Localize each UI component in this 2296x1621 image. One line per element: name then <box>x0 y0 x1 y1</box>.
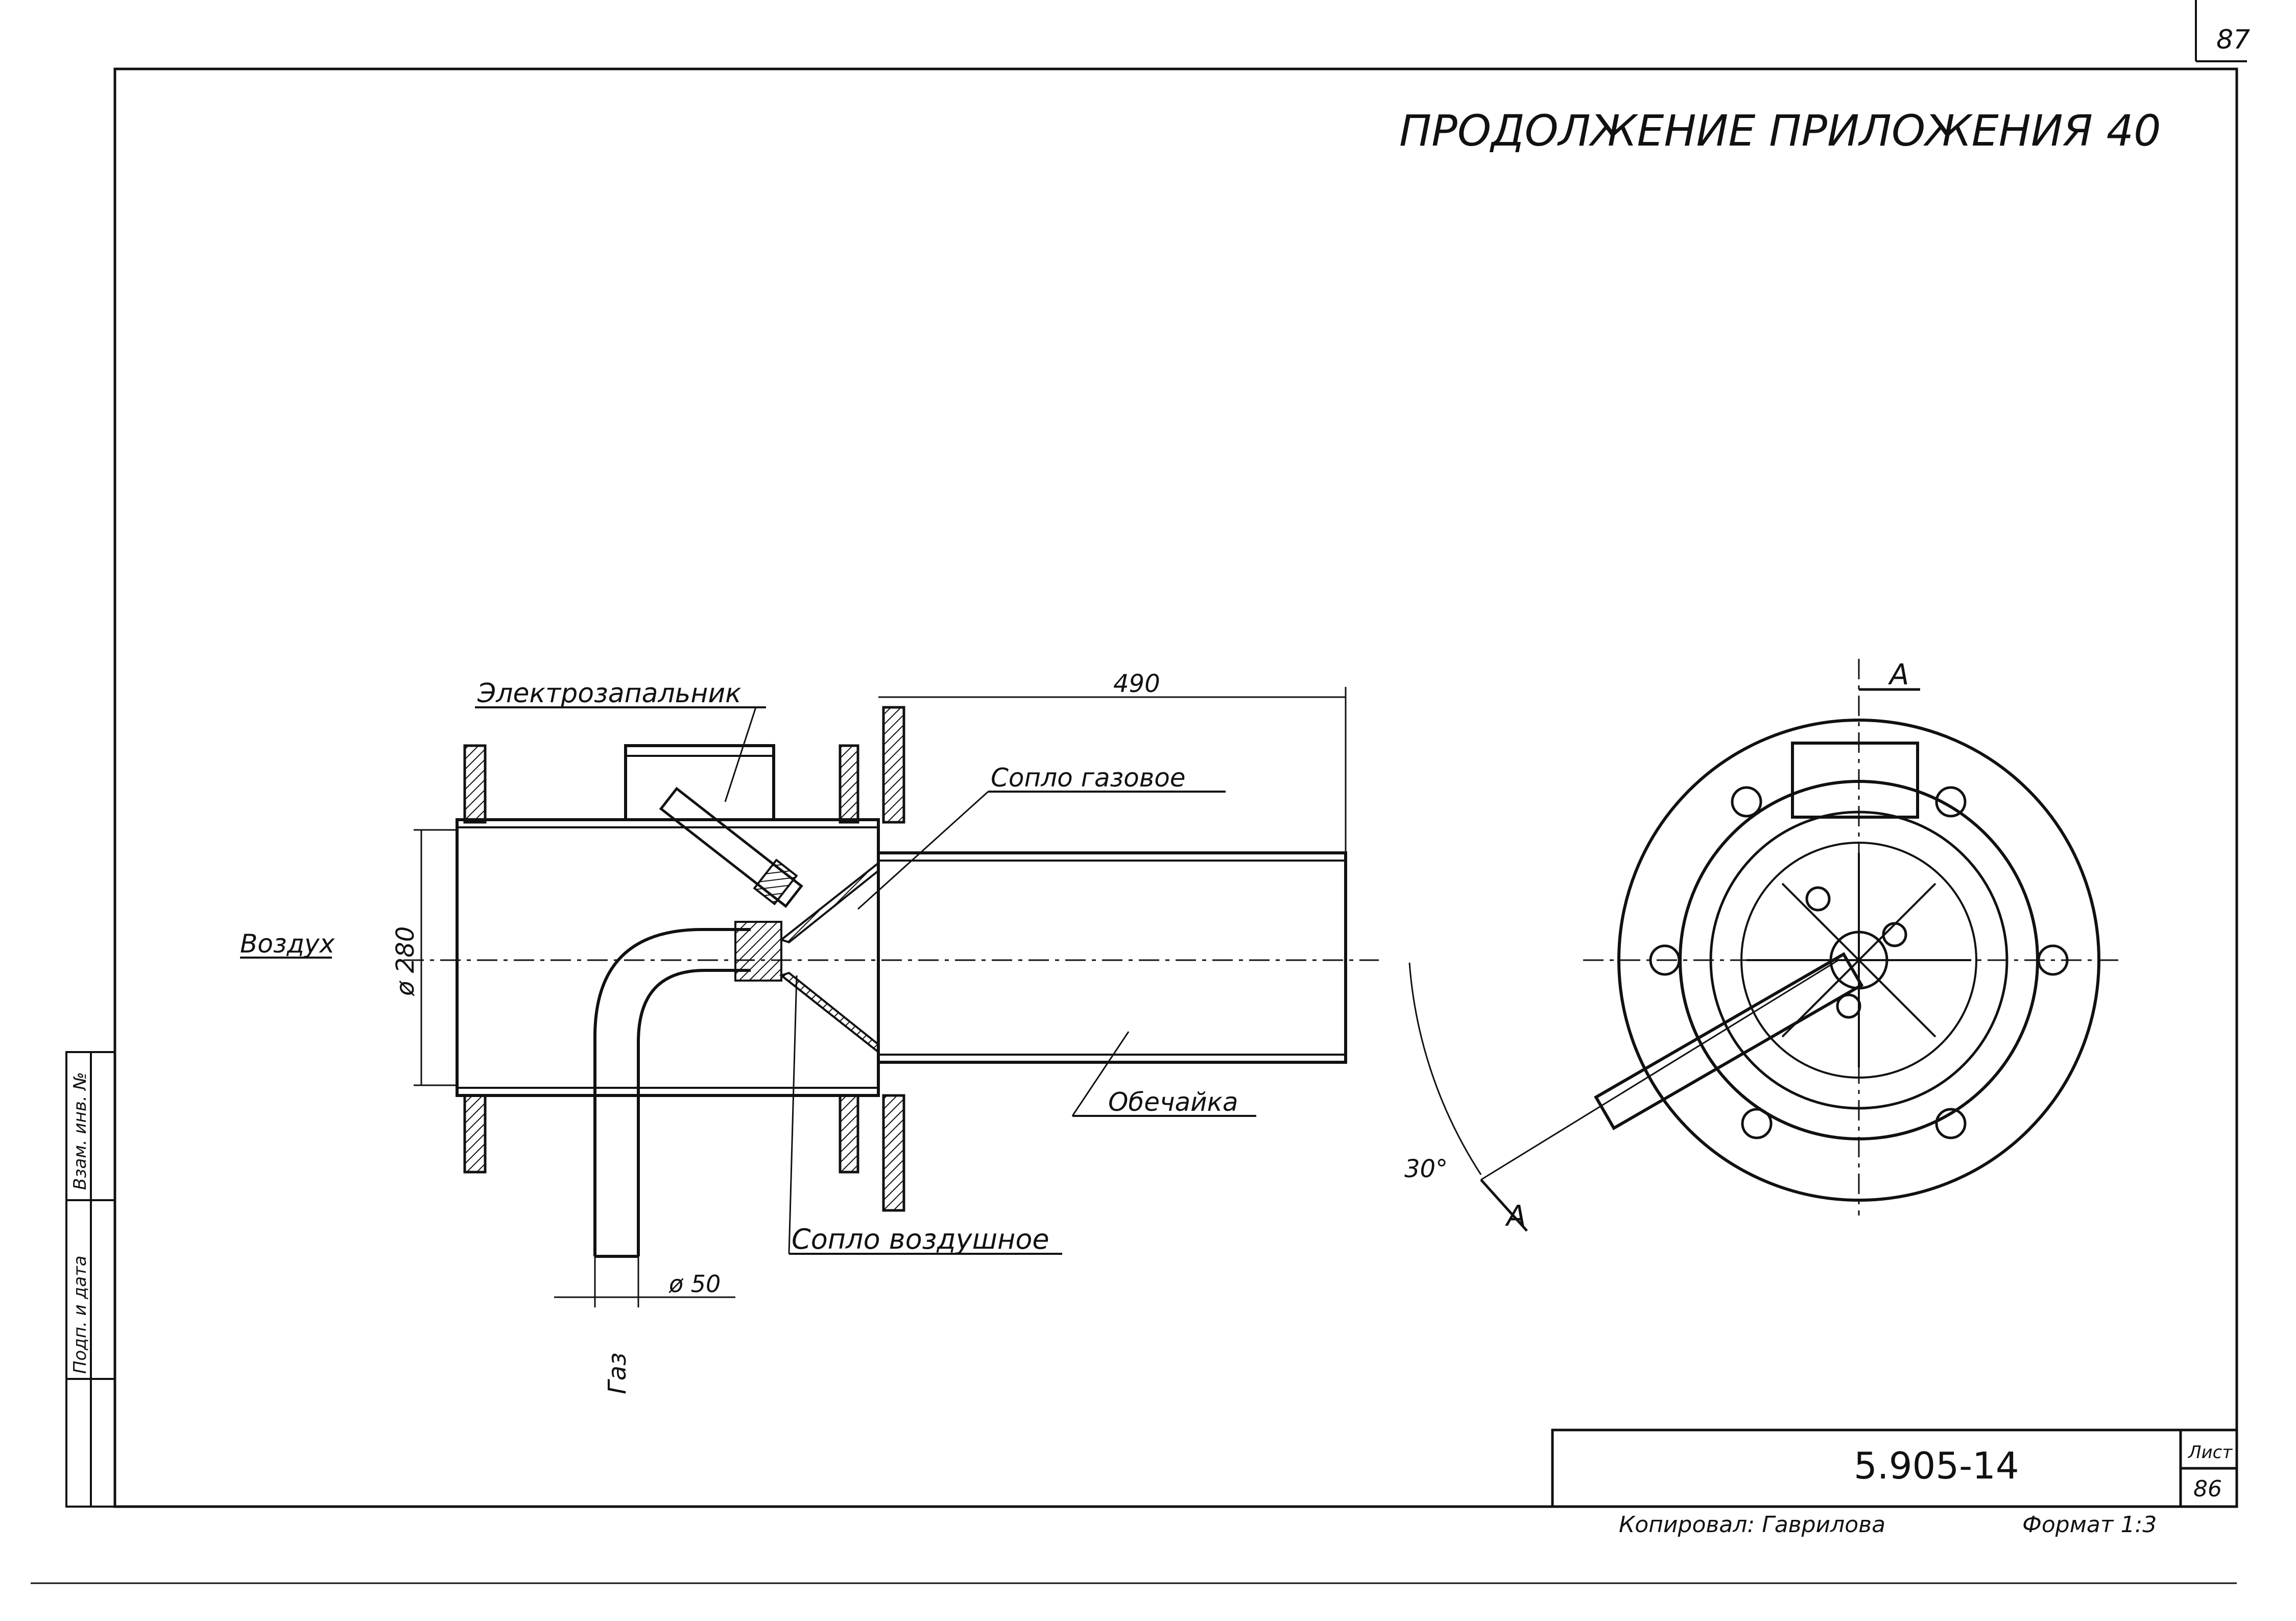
gas-label: Газ <box>603 1352 632 1394</box>
air-nozzle-label: Сопло воздушное <box>792 1223 1049 1255</box>
dim-490-label: 490 <box>1113 670 1160 698</box>
sheet-frame <box>31 0 2247 1584</box>
side-stamp-text: Взам. инв. № <box>70 1072 90 1190</box>
shell-label: Обечайка <box>1108 1087 1238 1117</box>
burner-side-view <box>240 687 1379 1307</box>
gas-nozzle-label: Сопло газовое <box>991 763 1186 793</box>
section-a-top: А <box>1888 658 1909 692</box>
sheet-number: 86 <box>2193 1476 2222 1502</box>
section-a-bottom: А <box>1505 1200 1526 1233</box>
side-stamp-text-2: Подп. и дата <box>70 1255 90 1374</box>
angle-label: 30° <box>1404 1155 1448 1183</box>
doc-code: 5.905-14 <box>1854 1444 2019 1487</box>
copied-by: Копировал: Гаврилова <box>1619 1512 1885 1538</box>
igniter-label: Электрозапальник <box>477 678 742 709</box>
sheet-title: ПРОДОЛЖЕНИЕ ПРИЛОЖЕНИЯ 40 <box>1399 106 2161 156</box>
air-label: Воздух <box>240 929 335 959</box>
burner-front-view <box>1408 659 2119 1232</box>
corner-number: 87 <box>2216 25 2250 55</box>
dia-280-label: ø 280 <box>391 926 420 996</box>
title-block <box>1551 1428 2238 1508</box>
sheet-label: Лист <box>2187 1442 2233 1463</box>
format-label: Формат 1:3 <box>2022 1512 2157 1538</box>
side-stamp <box>65 1051 116 1508</box>
dia-50-label: ø 50 <box>668 1270 721 1298</box>
